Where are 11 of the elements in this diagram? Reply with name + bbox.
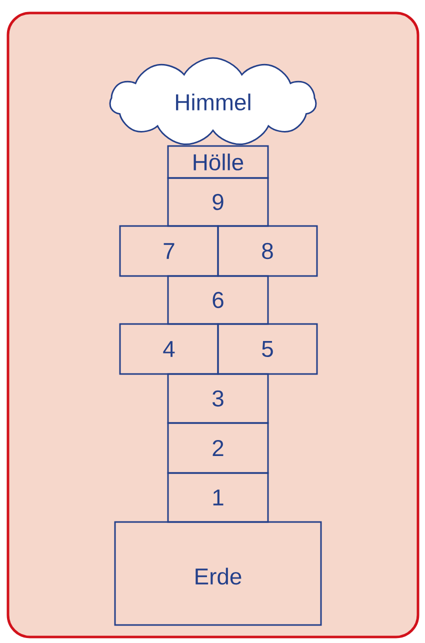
hopscotch-field: 5 — [217, 323, 318, 375]
hopscotch-field: 8 — [217, 225, 318, 277]
hopscotch-field: 9 — [167, 177, 269, 227]
hopscotch-field: 7 — [119, 225, 219, 277]
hopscotch-field: Erde — [114, 521, 322, 626]
hopscotch-field: Hölle — [167, 145, 269, 179]
hopscotch-field: 4 — [119, 323, 219, 375]
hopscotch-field: 2 — [167, 422, 269, 474]
hopscotch-field: 3 — [167, 373, 269, 424]
hopscotch-field: 6 — [167, 275, 269, 325]
hopscotch-field: 1 — [167, 472, 269, 523]
